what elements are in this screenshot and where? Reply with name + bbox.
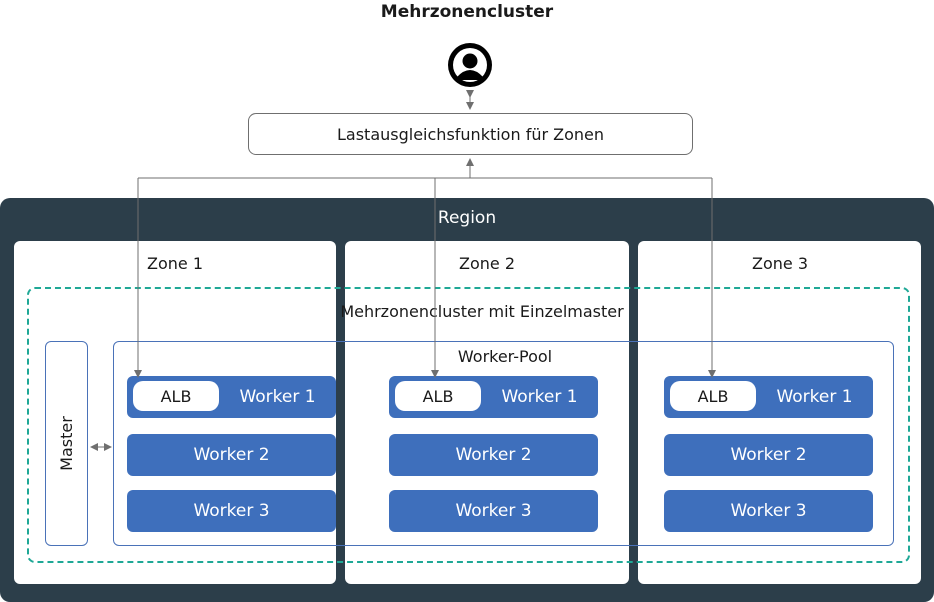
zone-3-label: Zone 3 xyxy=(752,254,808,273)
worker-label: Worker 3 xyxy=(730,501,807,521)
worker-z3-2: Worker 2 xyxy=(664,434,873,476)
multizone-cluster-label: Mehrzonencluster mit Einzelmaster xyxy=(340,302,624,321)
alb-z1: ALB xyxy=(133,381,219,411)
zone-load-balancer: Lastausgleichsfunktion für Zonen xyxy=(248,113,693,155)
worker-label: Worker 3 xyxy=(193,501,270,521)
user-icon xyxy=(447,42,493,88)
worker-label: Worker 2 xyxy=(455,445,532,465)
worker-label: Worker 1 xyxy=(239,387,316,407)
alb-label: ALB xyxy=(422,386,454,406)
worker-label: Worker 2 xyxy=(730,445,807,465)
zone-1-label: Zone 1 xyxy=(147,254,203,273)
worker-z2-2: Worker 2 xyxy=(389,434,598,476)
worker-pool-label: Worker-Pool xyxy=(457,347,553,366)
diagram-title: Mehrzonencluster xyxy=(380,2,554,22)
worker-z2-3: Worker 3 xyxy=(389,490,598,532)
alb-z2: ALB xyxy=(395,381,481,411)
master-box xyxy=(45,341,88,546)
worker-z1-3: Worker 3 xyxy=(127,490,336,532)
zone-load-balancer-label: Lastausgleichsfunktion für Zonen xyxy=(337,124,604,144)
alb-label: ALB xyxy=(697,386,729,406)
worker-z3-1: ALB Worker 1 xyxy=(664,376,873,418)
worker-label: Worker 1 xyxy=(776,387,853,407)
multizone-cluster-boundary xyxy=(27,287,910,563)
zone-2-label: Zone 2 xyxy=(459,254,515,273)
worker-label: Worker 1 xyxy=(501,387,578,407)
worker-pool xyxy=(113,341,894,546)
worker-label: Worker 2 xyxy=(193,445,270,465)
worker-z3-3: Worker 3 xyxy=(664,490,873,532)
worker-z1-2: Worker 2 xyxy=(127,434,336,476)
worker-z2-1: ALB Worker 1 xyxy=(389,376,598,418)
alb-label: ALB xyxy=(160,386,192,406)
worker-label: Worker 3 xyxy=(455,501,532,521)
worker-z1-1: ALB Worker 1 xyxy=(127,376,336,418)
alb-z3: ALB xyxy=(670,381,756,411)
region-label: Region xyxy=(437,208,497,228)
